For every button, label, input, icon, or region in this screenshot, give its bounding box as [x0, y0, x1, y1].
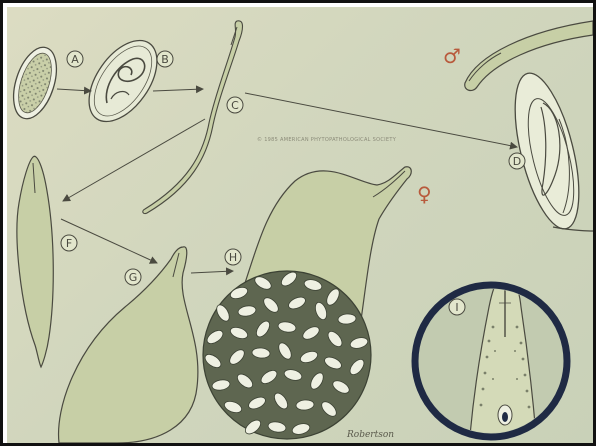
stage-i-head-inset [415, 277, 567, 443]
label-c: C [231, 99, 239, 112]
stage-f-swollen-juvenile [17, 156, 53, 367]
label-g: G [129, 271, 138, 284]
arrow-a-to-b [57, 89, 91, 91]
artist-signature: Robertson [346, 430, 394, 440]
label-h: H [229, 251, 237, 264]
label-b: B [161, 53, 169, 66]
arrow-c-to-f [63, 119, 205, 201]
stage-c-juvenile [143, 21, 243, 214]
arrow-b-to-c [153, 89, 203, 91]
label-a: A [71, 53, 79, 66]
label-i: I [455, 301, 458, 314]
female-symbol: ♀ [417, 182, 432, 206]
stage-b-egg-with-larva [75, 28, 170, 133]
stage-d-male [465, 21, 593, 235]
label-f: F [66, 237, 72, 250]
stage-a-egg [7, 42, 65, 124]
egg-mass [203, 269, 371, 439]
copyright-text: © 1985 AMERICAN PHYTOPATHOLOGICAL SOCIET… [257, 136, 397, 143]
label-d: D [513, 155, 521, 168]
life-cycle-diagram: A B C © 1985 AMERICAN PHYTOPATHOLOGICAL … [7, 7, 593, 443]
male-symbol: ♂ [443, 44, 461, 68]
illustration-plate: A B C © 1985 AMERICAN PHYTOPATHOLOGICAL … [7, 7, 593, 443]
arrow-g-to-h [191, 271, 233, 273]
